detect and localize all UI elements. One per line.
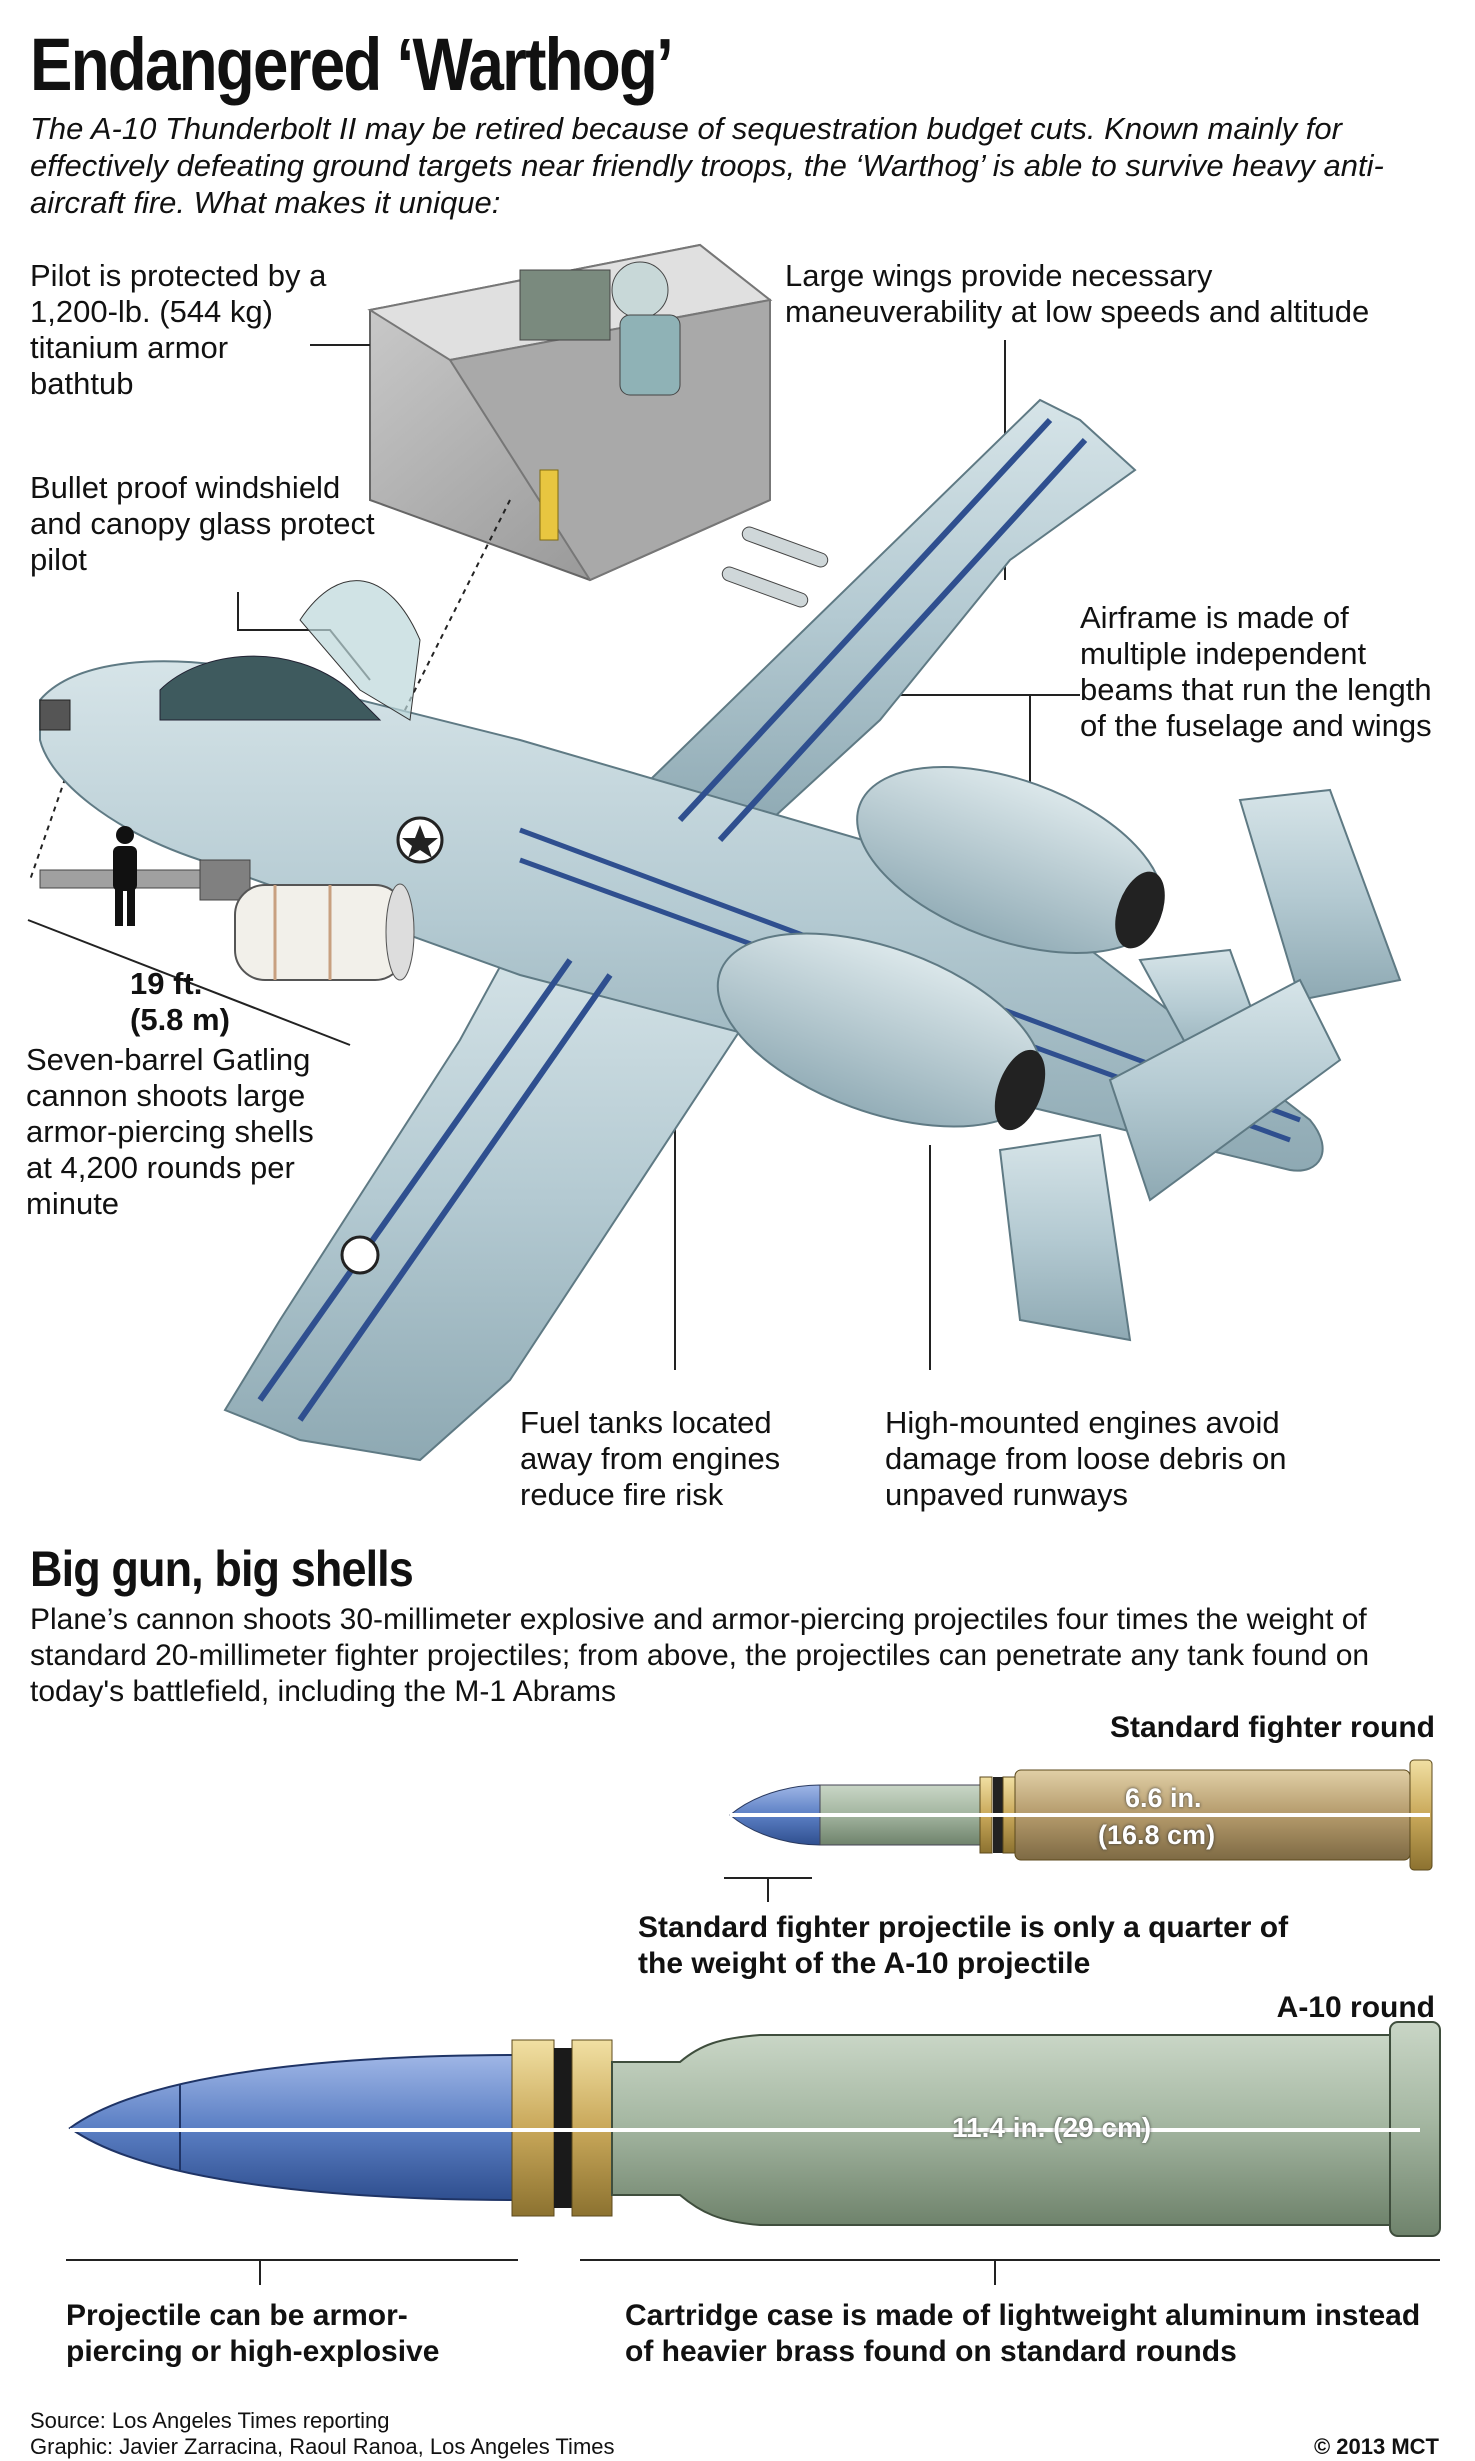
- a10-round-length: 11.4 in. (29 cm): [952, 2112, 1152, 2143]
- callout-airframe: Airframe is made of multiple independent…: [1080, 600, 1432, 743]
- section-heading-shells: Big gun, big shells: [30, 1541, 414, 1597]
- standard-round-length-metric: (16.8 cm): [1098, 1820, 1216, 1850]
- cartridge-note: Cartridge case is made of lightweight al…: [625, 2299, 1421, 2368]
- gun-length-label: 19 ft.: [130, 966, 203, 1001]
- callout-wings: Large wings provide necessary maneuverab…: [785, 258, 1370, 329]
- standard-fighter-round: [724, 1759, 1433, 1902]
- man-silhouette-icon: [113, 826, 137, 926]
- intro-text: The A-10 Thunderbolt II may be retired b…: [30, 111, 1384, 220]
- footer-source: Source: Los Angeles Times reporting: [30, 2408, 390, 2433]
- shells-paragraph: Plane’s cannon shoots 30-millimeter expl…: [30, 1603, 1370, 1708]
- standard-projectile-note: Standard fighter projectile is only a qu…: [638, 1911, 1289, 1980]
- page-title: Endangered ‘Warthog’: [30, 23, 674, 106]
- a10-round-label: A-10 round: [1276, 1991, 1435, 2024]
- standard-round-length: 6.6 in.: [1125, 1783, 1202, 1813]
- armor-bathtub-illustration: [367, 243, 773, 582]
- callout-engines: High-mounted engines avoid damage from l…: [885, 1405, 1287, 1512]
- footer-copyright: © 2013 MCT: [1313, 2434, 1439, 2459]
- callout-cannon: Seven-barrel Gatling cannon shoots large…: [26, 1042, 314, 1221]
- callout-fuel-tanks: Fuel tanks located away from engines red…: [520, 1405, 781, 1512]
- projectile-note: Projectile can be armor-piercing or high…: [66, 2299, 440, 2368]
- a10-round: [66, 2021, 1441, 2285]
- gun-length-metric-label: (5.8 m): [130, 1002, 230, 1037]
- a10-aircraft-illustration: [39, 398, 1402, 1462]
- footer-graphic-credit: Graphic: Javier Zarracina, Raoul Ranoa, …: [30, 2434, 615, 2459]
- callout-armor-tub: Pilot is protected by a 1,200-lb. (544 k…: [30, 258, 327, 401]
- standard-round-label: Standard fighter round: [1110, 1711, 1435, 1744]
- callout-windshield: Bullet proof windshield and canopy glass…: [30, 470, 375, 577]
